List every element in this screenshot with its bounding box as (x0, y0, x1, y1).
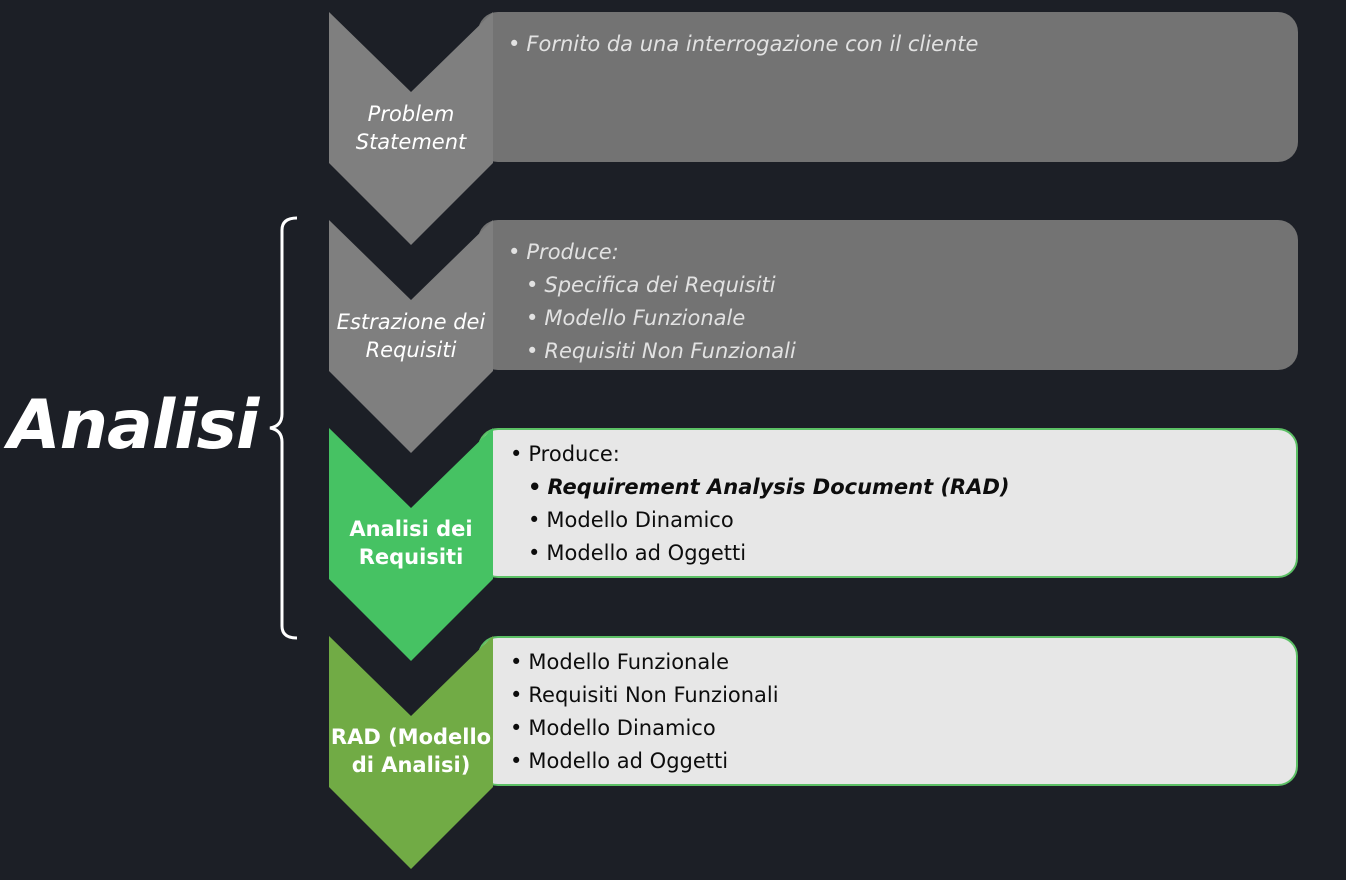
bullet-item: •Requisiti Non Funzionali (510, 683, 779, 707)
bullet-item: •Modello Funzionale (510, 650, 729, 674)
bullet-item: •Produce: (508, 240, 619, 264)
curly-brace-icon (269, 216, 298, 640)
sub-bullet-item: •Modello Dinamico (528, 508, 734, 532)
bullet-item: •Fornito da una interrogazione con il cl… (508, 32, 979, 56)
bullet-item: •Modello Dinamico (510, 716, 716, 740)
step-panel-estrazione: •Produce: •Specifica dei Requisiti •Mode… (478, 220, 1298, 370)
step-panel-rad: •Modello Funzionale •Requisiti Non Funzi… (478, 636, 1298, 786)
sub-bullet-item: •Specifica dei Requisiti (526, 273, 776, 297)
sub-bullet-item: •Requirement Analysis Document (RAD) (528, 475, 1010, 499)
chevron-analisi-requisiti (329, 428, 493, 661)
chevron-problem-statement (329, 12, 493, 245)
sub-bullet-item: •Modello Funzionale (526, 306, 746, 330)
step-panel-analisi-requisiti: •Produce: •Requirement Analysis Document… (478, 428, 1298, 578)
chevron-estrazione (329, 220, 493, 453)
analisi-title: Analisi (8, 386, 259, 465)
sub-bullet-item: •Modello ad Oggetti (528, 541, 747, 565)
bullet-item: •Modello ad Oggetti (510, 749, 729, 773)
sub-bullet-item: •Requisiti Non Funzionali (526, 339, 796, 363)
step-panel-problem-statement: •Fornito da una interrogazione con il cl… (478, 12, 1298, 162)
bullet-item: •Produce: (510, 442, 620, 466)
chevron-rad (329, 636, 493, 869)
